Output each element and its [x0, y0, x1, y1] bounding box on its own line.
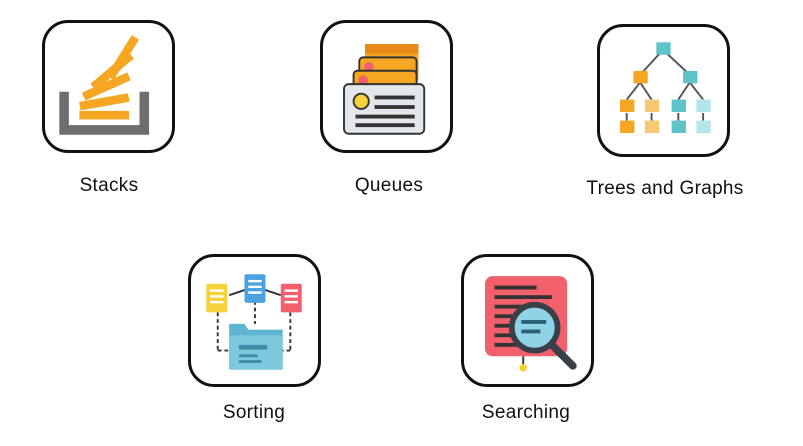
searching-tile	[461, 254, 594, 387]
searching-label: Searching	[481, 402, 571, 423]
queues-label: Queues	[354, 175, 424, 196]
sorting-label: Sorting	[222, 402, 286, 423]
sorting-tile	[188, 254, 321, 387]
queues-tile	[320, 20, 453, 153]
sorting-folder-icon	[206, 274, 302, 370]
document-search-icon	[485, 276, 577, 372]
trees-graphs-label: Trees and Graphs	[586, 178, 744, 199]
stack-overflow-icon	[59, 35, 150, 135]
trees-graphs-tile	[597, 24, 730, 157]
tree-graph-icon	[620, 42, 711, 133]
stacks-label: Stacks	[79, 175, 139, 196]
stacks-tile	[42, 20, 175, 153]
queue-cards-icon	[343, 44, 426, 135]
